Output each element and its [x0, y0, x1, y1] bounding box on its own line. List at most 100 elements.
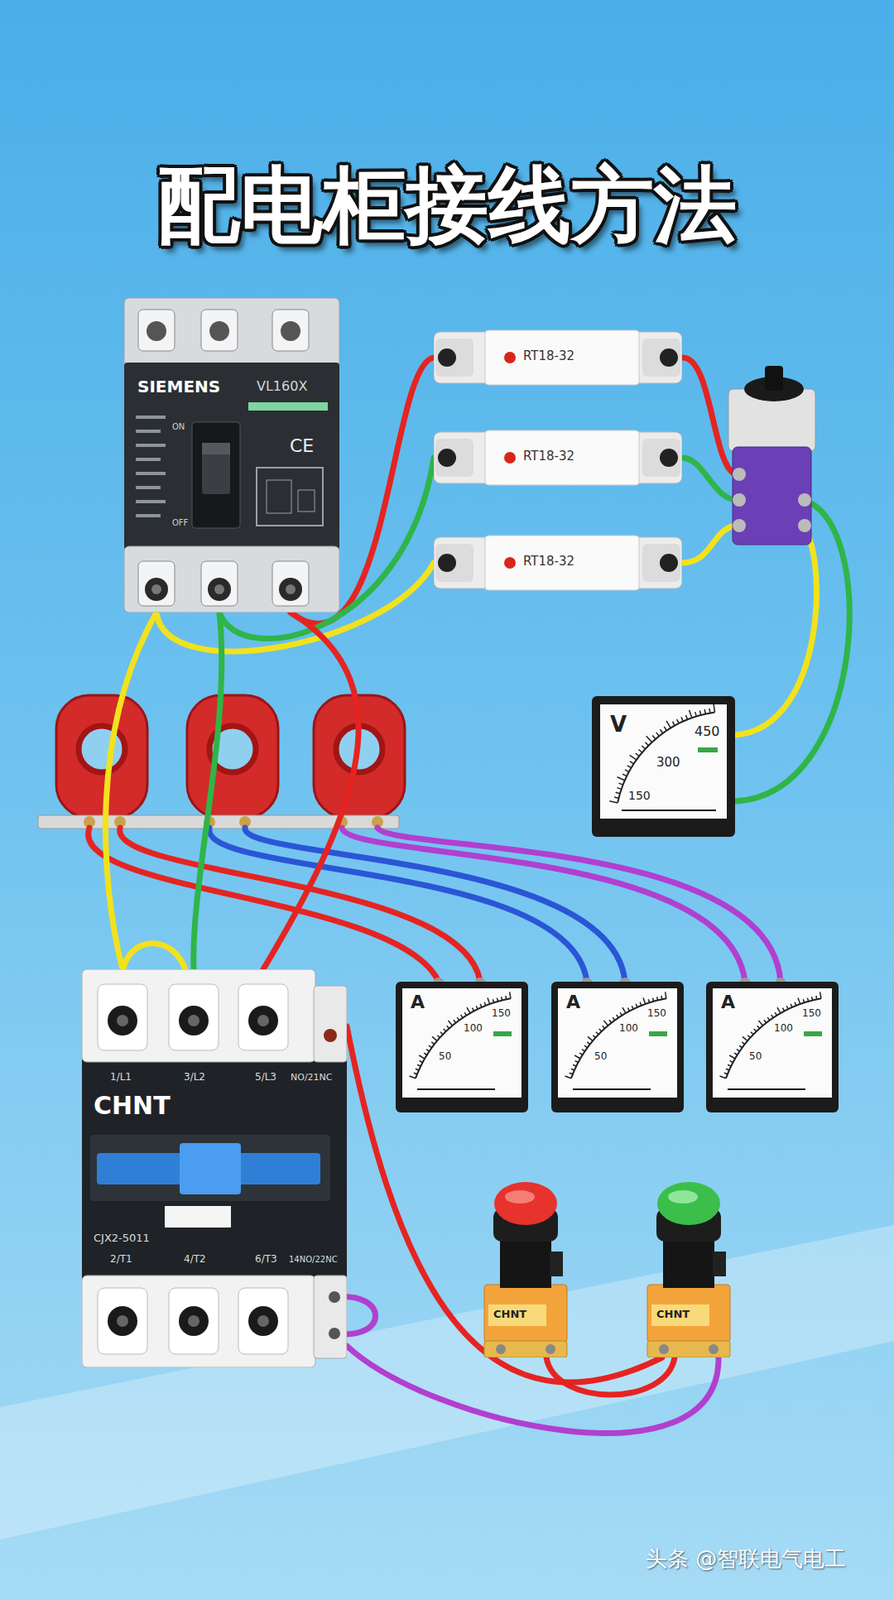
line-shape [747, 1035, 750, 1039]
line-shape [720, 1076, 727, 1079]
rect-shape [395, 981, 529, 1113]
circle-shape [146, 321, 167, 342]
component-label: V [610, 712, 627, 738]
component-label: 100 [773, 1023, 794, 1035]
circle-shape [116, 1315, 129, 1327]
line-shape [574, 1055, 581, 1059]
rect-shape [651, 1304, 710, 1327]
line-shape [725, 1068, 730, 1071]
line-shape [569, 1072, 573, 1075]
component-label: 4/T2 [183, 1254, 207, 1266]
line-shape [619, 783, 624, 785]
wire-connector [346, 1345, 719, 1433]
rect-shape [135, 499, 166, 504]
path-shape [682, 525, 736, 563]
line-shape [709, 708, 711, 713]
component-label: OFF [172, 518, 188, 529]
line-shape [786, 1005, 789, 1010]
line-shape [614, 797, 619, 798]
line-shape [622, 773, 627, 776]
rect-shape [56, 695, 148, 818]
circle-shape [280, 321, 301, 342]
rect-shape [435, 543, 474, 582]
circle-shape [504, 351, 516, 364]
circle-shape [504, 557, 516, 569]
line-shape [629, 754, 637, 760]
line-shape [790, 1004, 793, 1008]
line-shape [418, 1055, 425, 1059]
fuse-holder: RT18-32 [433, 533, 683, 592]
component-label: RT18-32 [523, 554, 575, 569]
line-shape [627, 765, 632, 769]
circle-shape [732, 467, 746, 481]
line-shape [622, 1007, 626, 1014]
line-shape [639, 1002, 642, 1006]
circle-shape [257, 1315, 270, 1327]
path-shape [571, 998, 667, 1078]
line-shape [657, 996, 659, 1000]
circle-shape [209, 321, 230, 342]
voltmeter: V450300150 [591, 696, 736, 837]
circle-shape [732, 519, 746, 533]
component-label: A [566, 991, 581, 1013]
line-shape [646, 735, 653, 742]
line-shape [730, 1061, 734, 1063]
line-shape [660, 729, 664, 733]
line-shape [704, 709, 706, 714]
line-shape [417, 1088, 496, 1091]
line-shape [695, 711, 697, 717]
line-shape [461, 1014, 463, 1019]
component-label: 150 [628, 788, 651, 803]
line-shape [713, 704, 715, 713]
line-shape [764, 1019, 767, 1024]
circle-shape [437, 348, 457, 367]
line-shape [645, 742, 649, 746]
circle-shape [178, 1005, 209, 1036]
circle-shape [78, 725, 125, 773]
stop-button: CHNT [480, 1178, 572, 1358]
rect-shape [124, 298, 340, 368]
circle-shape [207, 577, 231, 601]
rect-shape [648, 1031, 668, 1037]
rect-shape [706, 981, 839, 1113]
line-shape [466, 1007, 471, 1014]
line-shape [586, 1042, 591, 1045]
circle-shape [151, 584, 162, 595]
rect-shape [435, 438, 474, 477]
rect-shape [647, 1284, 731, 1343]
line-shape [629, 761, 635, 765]
contactor: 1/L13/L25/L3NO/21NCCHNTCJX2-50112/T14/T2… [81, 969, 347, 1368]
circle-shape [116, 1014, 129, 1027]
circle-shape [504, 451, 516, 464]
rect-shape [248, 402, 328, 411]
rect-shape [135, 514, 161, 518]
rect-shape [201, 442, 231, 455]
circle-shape [214, 584, 225, 595]
component-label: CHNT [93, 1091, 171, 1121]
line-shape [758, 1020, 763, 1026]
component-label: 2/T1 [110, 1254, 133, 1266]
rect-shape [557, 988, 678, 1098]
line-shape [699, 711, 702, 716]
line-shape [426, 1049, 430, 1052]
line-shape [584, 1045, 588, 1048]
stop-button-drawing [480, 1178, 572, 1358]
line-shape [660, 995, 663, 1000]
rect-shape [551, 981, 684, 1113]
line-shape [742, 1036, 748, 1041]
line-shape [480, 1004, 482, 1008]
line-shape [587, 1036, 593, 1041]
line-shape [492, 999, 494, 1003]
rect-shape [499, 1236, 552, 1289]
line-shape [820, 991, 822, 999]
circle-shape [328, 1327, 341, 1340]
circle-shape [659, 553, 678, 572]
rect-shape [600, 704, 727, 819]
line-shape [599, 1028, 602, 1032]
component-label: SIEMENS [137, 377, 221, 397]
component-label: 3/L2 [183, 1071, 206, 1084]
rect-shape [313, 1275, 347, 1359]
line-shape [665, 991, 667, 999]
component-label: 50 [438, 1051, 452, 1063]
